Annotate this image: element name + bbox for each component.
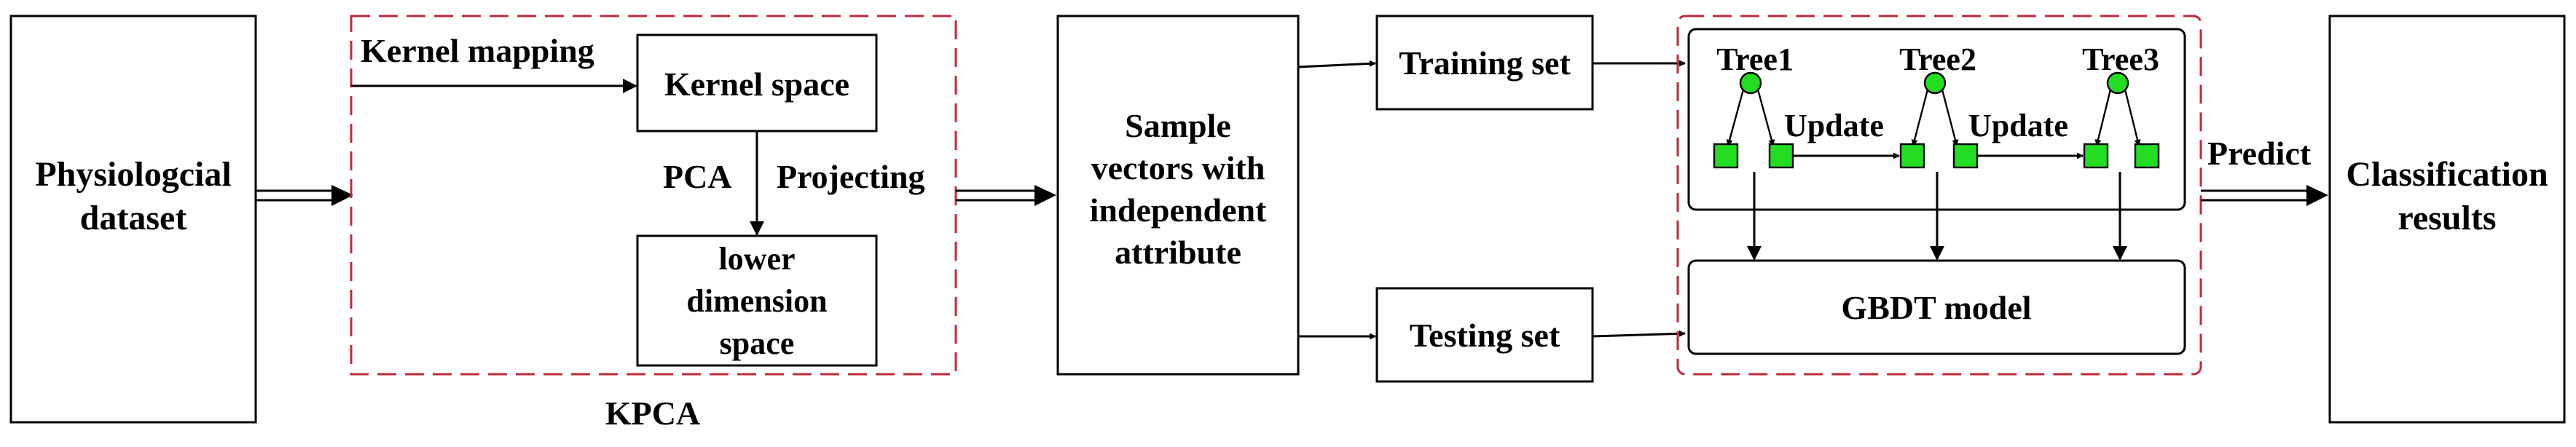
gbdt-group-border [1676, 15, 2202, 376]
physiological-dataset-label-1: Physiologcial [35, 155, 231, 194]
pca-label: PCA [663, 158, 732, 195]
tree-2-label: Tree2 [1899, 41, 1976, 77]
tree-1-left-leaf [1713, 143, 1739, 169]
tree-3-root-node [2106, 71, 2129, 95]
arrow-dataset-to-kpca [256, 185, 353, 206]
testing-set-label: Testing set [1410, 317, 1560, 354]
projecting-label: Projecting [777, 158, 925, 195]
tree-2-root-node [1923, 71, 1947, 95]
tree-3-label: Tree3 [2082, 41, 2159, 77]
sample-vectors-label-3: independent [1090, 191, 1268, 229]
tree-1-root-node [1739, 71, 1762, 95]
training-set-label: Training set [1399, 44, 1571, 82]
tree-3: Tree3 [2082, 41, 2160, 169]
lower-dimension-label-1: lower [718, 241, 795, 277]
lower-dimension-label-3: space [720, 325, 795, 361]
classification-results-label-1: Classification [2346, 155, 2548, 194]
classification-results-label-2: results [2398, 199, 2496, 237]
sample-vectors-label-4: attribute [1115, 234, 1241, 271]
sample-vectors-label-2: vectors with [1091, 149, 1265, 186]
tree-1-label: Tree1 [1716, 41, 1794, 77]
gbdt-model-label: GBDT model [1841, 289, 2031, 326]
gbdt-model-box [1687, 259, 2186, 355]
tree-1: Tree1 [1713, 41, 1794, 169]
tree-3-right-leaf [2134, 143, 2160, 169]
lower-dimension-space-box [636, 234, 878, 367]
physiological-dataset-label-2: dataset [80, 199, 187, 237]
tree-2-right-leaf [1952, 143, 1979, 169]
kpca-group-border [350, 15, 957, 376]
update-1-label: Update [1784, 108, 1884, 143]
physiological-dataset-box [9, 15, 257, 424]
tree-1-right-leaf [1768, 143, 1794, 169]
arrow-testing-to-gbdt [1592, 330, 1686, 338]
update-2-label: Update [1968, 108, 2068, 143]
tree-3-left-leaf [2083, 143, 2109, 169]
kernel-space-label: Kernel space [664, 66, 849, 103]
sample-vectors-box [1056, 15, 1300, 376]
testing-set-box [1375, 287, 1594, 383]
training-set-box [1375, 15, 1594, 111]
classification-results-box [2328, 15, 2566, 424]
kpca-group-label: KPCA [605, 395, 700, 432]
arrow-predict [2201, 185, 2328, 206]
kernel-space-box [636, 33, 878, 132]
tree-2: Tree2 [1899, 41, 1979, 169]
arrow-kpca-to-sample [956, 185, 1056, 206]
arrow-sample-to-training [1297, 60, 1376, 68]
predict-label: Predict [2207, 135, 2312, 172]
sample-vectors-label-1: Sample [1125, 107, 1231, 144]
tree-2-left-leaf [1899, 143, 1925, 169]
kernel-mapping-label: Kernel mapping [361, 32, 594, 69]
lower-dimension-label-2: dimension [686, 283, 827, 319]
